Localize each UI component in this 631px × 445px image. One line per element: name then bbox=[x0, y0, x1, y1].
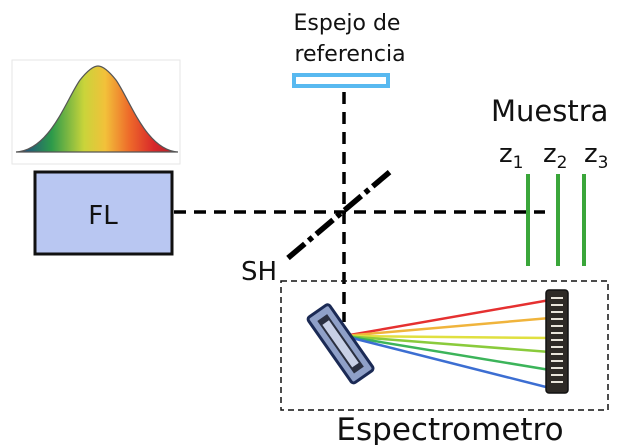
diffraction-grating-icon bbox=[306, 303, 375, 385]
depth-label-z1: z1 bbox=[499, 139, 523, 173]
source-label: FL bbox=[88, 201, 118, 231]
ray-lightgreen bbox=[343, 334, 551, 354]
splitter-label: SH bbox=[241, 257, 277, 287]
ray-red bbox=[343, 298, 551, 338]
reference-mirror bbox=[292, 73, 390, 88]
gaussian-spectrum-icon bbox=[11, 59, 181, 165]
spectrometer-label: Espectrometro bbox=[336, 412, 563, 445]
ray-orange bbox=[343, 316, 551, 338]
spectrometer-frame bbox=[280, 280, 609, 411]
spectrum-rays bbox=[343, 298, 551, 390]
beam-splitter bbox=[286, 167, 394, 261]
ray-yellow bbox=[343, 334, 551, 340]
beam-paths bbox=[174, 92, 545, 322]
depth-label-z2: z2 bbox=[543, 139, 567, 173]
ray-green bbox=[343, 334, 551, 372]
line-camera-icon bbox=[545, 289, 569, 394]
sample-layers bbox=[526, 174, 586, 266]
ray-blue bbox=[343, 334, 551, 390]
depth-labels: z1 z2 z3 bbox=[499, 139, 608, 173]
mirror-label-line2: referencia bbox=[294, 42, 405, 67]
sample-label: Muestra bbox=[491, 94, 608, 128]
light-source-fl: FL bbox=[33, 170, 174, 256]
depth-label-z3: z3 bbox=[584, 139, 608, 173]
mirror-label-line1: Espejo de bbox=[294, 11, 401, 36]
